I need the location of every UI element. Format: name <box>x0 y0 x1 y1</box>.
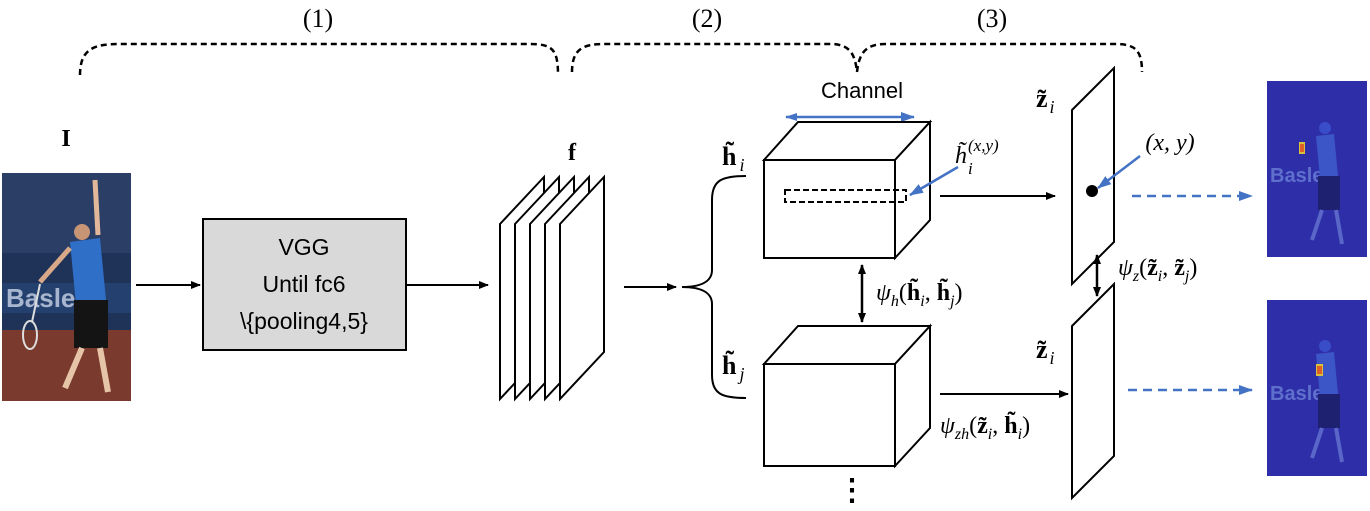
features-label: f <box>568 140 577 166</box>
point-pointer <box>1097 155 1141 189</box>
z-plane-bottom <box>1071 281 1115 501</box>
svg-text:Basle: Basle <box>1270 383 1323 405</box>
feature-maps <box>499 174 605 402</box>
split-brace <box>681 175 747 399</box>
vgg-line2: Until fc6 <box>262 271 345 297</box>
more-branches-ellipsis: ⋮ <box>837 474 867 507</box>
hypercolumn-label: h̃(x,y) <box>955 136 999 169</box>
stage-1-label: (1) <box>303 4 333 33</box>
heatmap-photo-bottom: Basle <box>1267 300 1367 476</box>
svg-text:Basle: Basle <box>1270 165 1323 187</box>
z-plane-top <box>1071 65 1115 287</box>
stage-3-label: (3) <box>977 4 1007 33</box>
psi-zh-label: ψzh(z̃i, h̃i) <box>940 412 1030 443</box>
channel-label: Channel <box>821 78 903 103</box>
tennis-player-photo: Basle <box>2 173 131 401</box>
stage-brackets <box>78 42 1144 76</box>
stage-1-bracket <box>78 42 560 76</box>
branch-top-label: h̃i <box>722 142 744 175</box>
stage-2-label: (2) <box>692 4 722 33</box>
psi-h-label: ψh(h̃i, h̃j) <box>876 279 963 310</box>
location-point <box>1086 185 1098 197</box>
stage-2-bracket <box>570 42 859 73</box>
vgg-box <box>202 218 407 351</box>
z-top-label: z̃i <box>1036 84 1055 117</box>
feature-cube-top <box>761 119 933 261</box>
svg-text:Basle: Basle <box>6 283 75 313</box>
hypercolumn-pointer <box>909 165 959 197</box>
stage-3-bracket <box>855 42 1144 73</box>
z-bottom-label: z̃i <box>1036 335 1055 368</box>
heatmap-photo-top: Basle <box>1267 81 1367 257</box>
branch-bottom-label: h̃j <box>722 351 744 384</box>
vgg-line3: \{pooling4,5} <box>240 308 368 334</box>
feature-cube-bottom <box>761 323 933 469</box>
hypercolumn-vector <box>784 189 907 203</box>
psi-z-label: ψz(z̃i, z̃j) <box>1118 255 1197 285</box>
point-label: (x, y) <box>1145 130 1194 156</box>
vgg-title: VGG <box>278 234 329 260</box>
hypercolumn-sub: i <box>968 159 973 178</box>
input-label: I <box>61 126 70 152</box>
